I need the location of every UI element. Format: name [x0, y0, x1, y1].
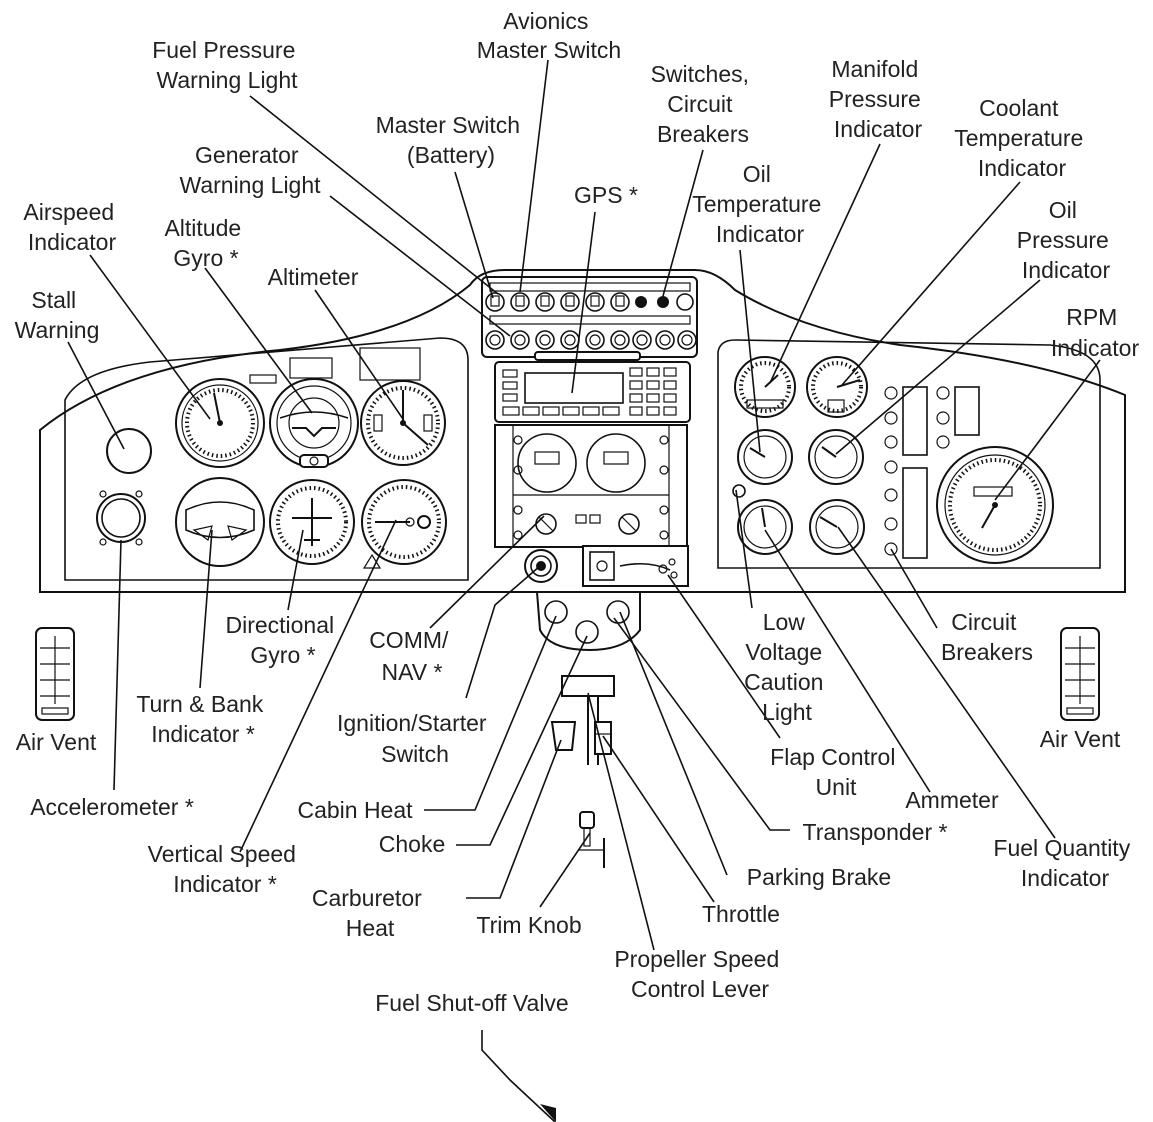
label-ammeter: Ammeter	[905, 787, 999, 813]
label-ignition-starter-switch: Ignition/Starter Switch	[337, 710, 493, 767]
label-fuel-pressure-warning-light: Fuel Pressure Warning Light	[152, 37, 302, 93]
label-propeller-speed-control-lever: Propeller Speed Control Lever	[614, 946, 785, 1002]
label-choke: Choke	[379, 831, 445, 857]
manifold-pressure-gauge	[734, 356, 796, 418]
left-cluster-frame	[64, 337, 469, 581]
airspeed-indicator-gauge	[175, 378, 265, 468]
center-pedestal	[535, 591, 641, 652]
label-oil-pressure-indicator: Oil Pressure Indicator	[1017, 197, 1115, 283]
label-stall-warning: Stall Warning	[15, 287, 100, 343]
label-switches-circuit-breakers: Switches, Circuit Breakers	[651, 61, 756, 147]
label-trim-knob: Trim Knob	[476, 912, 581, 938]
right-air-vent	[1060, 627, 1100, 721]
label-transponder: Transponder *	[803, 819, 948, 845]
label-cabin-heat: Cabin Heat	[297, 797, 413, 823]
label-master-switch-battery: Master Switch (Battery)	[376, 112, 527, 168]
turn-bank-indicator-gauge	[175, 477, 265, 567]
label-low-voltage-caution-light: Low Voltage Caution Light	[744, 609, 830, 725]
label-oil-temperature-indicator: Oil Temperature Indicator	[692, 161, 828, 247]
vertical-speed-indicator-gauge	[361, 479, 447, 569]
ignition-switch	[524, 549, 558, 583]
label-air-vent-left: Air Vent	[16, 729, 97, 755]
trim-knob	[578, 811, 605, 868]
coolant-temperature-gauge	[806, 356, 868, 418]
toggle-switch-row	[485, 292, 694, 312]
label-fuel-shutoff-valve: Fuel Shut-off Valve	[375, 990, 568, 1016]
label-flap-control-unit: Flap Control Unit	[770, 744, 902, 800]
label-comm-nav: COMM/ NAV *	[369, 627, 455, 685]
directional-gyro-gauge	[269, 479, 355, 565]
label-altimeter: Altimeter	[268, 264, 359, 290]
label-turn-bank-indicator: Turn & Bank Indicator *	[136, 691, 269, 747]
annunciator-light	[249, 374, 277, 384]
label-rpm-indicator: RPM Indicator	[1051, 304, 1140, 361]
label-accelerometer: Accelerometer *	[30, 794, 194, 820]
leader-lines	[67, 59, 1101, 1122]
stall-warning-light	[106, 428, 152, 474]
label-airspeed-indicator: Airspeed Indicator	[23, 199, 120, 255]
placard	[359, 347, 421, 381]
label-avionics-master-switch: Avionics Master Switch	[477, 8, 621, 63]
ammeter-gauge	[732, 484, 793, 555]
label-gps: GPS *	[574, 182, 638, 208]
comm-nav-unit	[494, 424, 688, 548]
fuel-quantity-gauge	[809, 499, 865, 555]
label-throttle: Throttle	[702, 901, 780, 927]
label-carburetor-heat: Carburetor Heat	[312, 885, 428, 941]
right-cluster-frame	[717, 339, 1101, 569]
rpm-indicator-gauge	[936, 446, 1054, 564]
annunciator-panel	[289, 357, 333, 379]
accelerometer-gauge	[96, 490, 146, 546]
label-circuit-breakers: Circuit Breakers	[941, 609, 1033, 665]
throttle-quadrant	[550, 675, 615, 765]
left-air-vent	[35, 627, 75, 721]
label-generator-warning-light: Generator Warning Light	[179, 142, 321, 198]
label-fuel-quantity-indicator: Fuel Quantity Indicator	[993, 835, 1136, 891]
oil-temperature-gauge	[737, 429, 793, 485]
label-altitude-gyro: Altitude Gyro *	[164, 215, 247, 271]
label-air-vent-right: Air Vent	[1040, 726, 1121, 752]
label-vertical-speed-indicator: Vertical Speed Indicator *	[148, 841, 303, 897]
callout-labels: Avionics Master Switch Fuel Pressure War…	[15, 8, 1140, 1016]
altimeter-gauge	[360, 380, 446, 466]
label-directional-gyro: Directional Gyro *	[225, 612, 340, 668]
label-manifold-pressure-indicator: Manifold Pressure Indicator	[829, 56, 927, 142]
fuel-shutoff-arrowhead	[540, 1104, 556, 1122]
label-parking-brake: Parking Brake	[747, 864, 891, 890]
label-coolant-temperature-indicator: Coolant Temperature Indicator	[954, 95, 1090, 181]
gps-unit	[494, 361, 691, 423]
attitude-gyro-gauge	[269, 378, 359, 468]
